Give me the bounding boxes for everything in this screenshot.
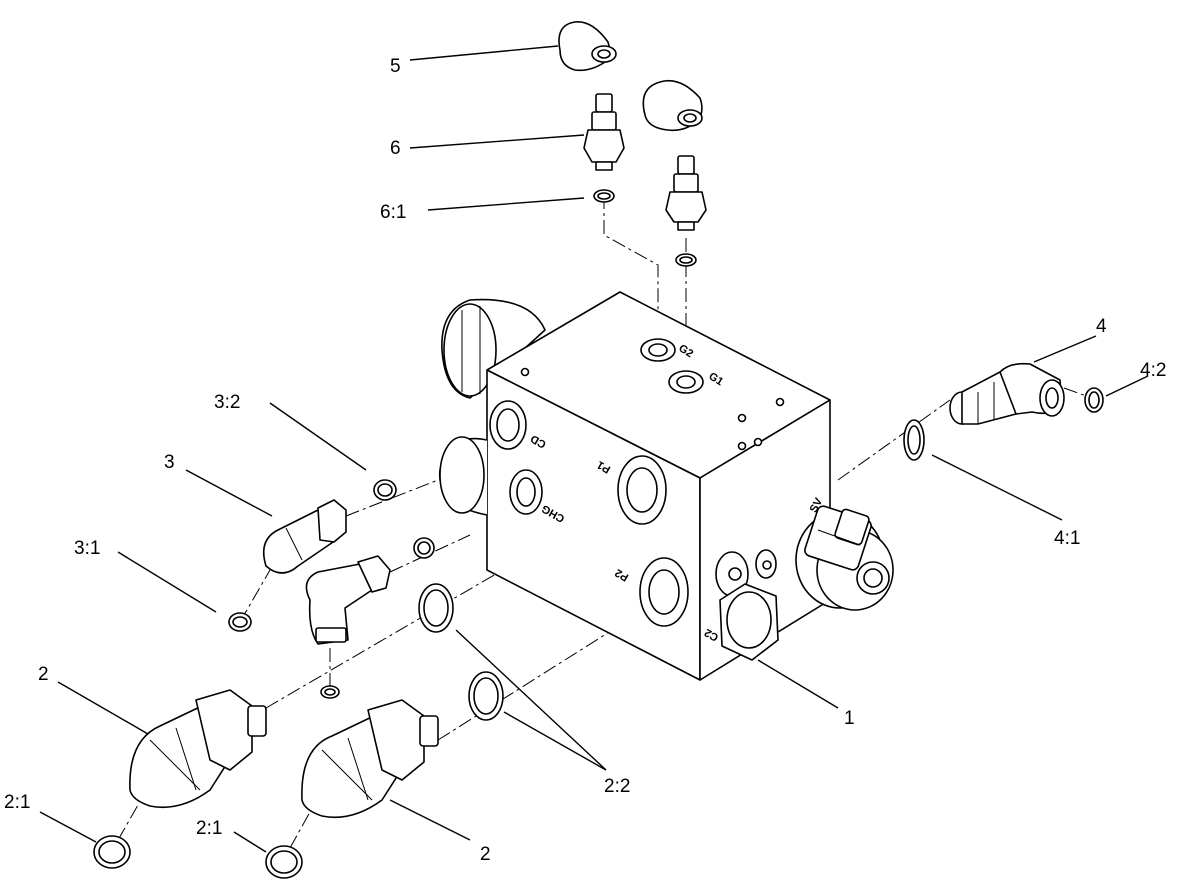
o-ring-upper-small: [413, 537, 435, 559]
callout-2-left: 2: [38, 664, 49, 685]
o-ring-2-1-left: [93, 835, 131, 869]
port-label-p1: P1: [595, 458, 613, 475]
callout-2-1-left: 2:1: [4, 792, 30, 813]
o-ring-3-2: [373, 479, 397, 501]
callout-4: 4: [1096, 316, 1107, 337]
callout-6-1: 6:1: [380, 202, 406, 223]
fitting-4: [949, 362, 1065, 425]
callout-4-1: 4:1: [1054, 528, 1080, 549]
o-ring-2-2-lower: [468, 671, 504, 721]
fitting-2-right: [301, 699, 439, 819]
callouts: 5 6 6:1 3:2 3 3:1 2 2:1 2:1 2 2:2 1 4 4:…: [4, 56, 1166, 865]
callout-2-1-right: 2:1: [196, 818, 222, 839]
o-ring-6-1-right: [675, 253, 697, 267]
valve-manifold-block: [438, 291, 894, 681]
o-ring-6-1-left: [593, 189, 615, 203]
callout-3: 3: [164, 452, 175, 473]
o-ring-2-2-upper: [418, 583, 454, 633]
callout-4-2: 4:2: [1140, 360, 1166, 381]
test-fitting-left: [583, 93, 625, 171]
o-ring-3-1: [228, 612, 252, 632]
callout-2-right: 2: [480, 844, 491, 865]
o-ring-4-1: [903, 419, 925, 461]
o-ring-2-1-right: [265, 845, 303, 879]
leader-lines: [39, 45, 1149, 853]
callout-5: 5: [390, 56, 401, 77]
callout-3-2: 3:2: [214, 392, 240, 413]
callout-6: 6: [390, 138, 401, 159]
callout-1: 1: [844, 708, 855, 729]
o-ring-lower-small: [320, 685, 340, 699]
callout-3-1: 3:1: [74, 538, 100, 559]
fitting-3: [262, 499, 347, 574]
dust-cap-right: [642, 79, 703, 132]
fitting-2-left: [129, 689, 267, 809]
o-ring-4-2: [1084, 387, 1104, 413]
small-elbow-fitting: [305, 555, 391, 645]
dust-cap-left: [558, 21, 617, 72]
port-label-p2: P2: [613, 566, 631, 583]
test-fitting-right: [665, 155, 707, 231]
callout-2-2: 2:2: [604, 776, 630, 797]
